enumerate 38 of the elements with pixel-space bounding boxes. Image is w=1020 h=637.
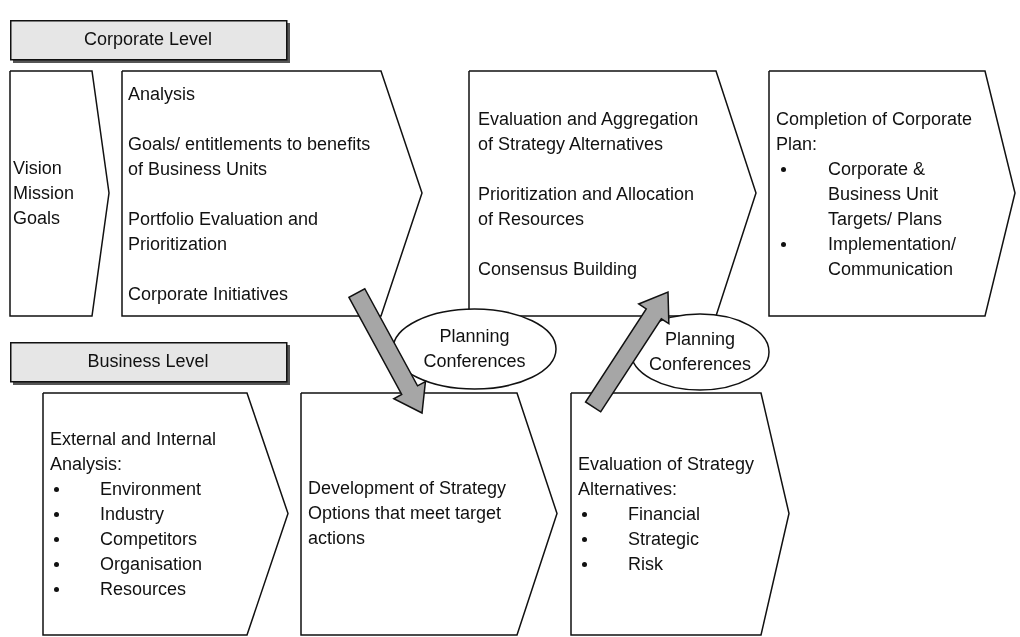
chevron-box <box>300 392 558 636</box>
heading-text: Analysis <box>128 83 197 106</box>
heading-text: Evaluation and Aggregation of Strategy Alternatives <box>478 108 700 156</box>
list-item-text: Risk <box>628 554 663 574</box>
block-arrow <box>347 287 427 415</box>
chevron-box <box>9 70 110 317</box>
planning-ellipse <box>392 308 557 390</box>
label-text: Planning Conferences <box>647 328 753 376</box>
list-item-text: Resources <box>100 579 187 599</box>
list-item-text: Industry <box>100 504 165 524</box>
label-text: Business Level <box>87 350 209 373</box>
body-text: Portfolio Evaluation and Prioritization <box>128 208 320 256</box>
chevron-box <box>468 70 757 317</box>
block-arrow <box>584 290 670 413</box>
chevron-box <box>42 392 289 636</box>
body-text: Goals/ entitlements to benefits of Business Units <box>128 133 372 181</box>
body-text: Consensus Building <box>478 258 639 281</box>
heading-text: Vision Mission Goals <box>13 157 75 230</box>
heading-text: Completion of Corporate Plan: <box>776 108 974 156</box>
chevron-box <box>121 70 423 317</box>
heading-text: Development of Strategy Options that meet target actions <box>308 477 508 550</box>
chevron-box <box>768 70 1016 317</box>
heading-text: External and Internal Analysis: <box>50 428 218 476</box>
list-item-text: Implementation/ Communication <box>828 234 957 279</box>
list-item-text: Corporate & Business Unit Targets/ Plans <box>828 159 943 229</box>
heading-text: Evaluation of Strategy Alternatives: <box>578 453 756 501</box>
list-item-text: Competitors <box>100 529 198 549</box>
chevron-box <box>570 392 790 636</box>
list-item-text: Strategic <box>628 529 700 549</box>
label-text: Corporate Level <box>83 28 213 51</box>
label-text: Planning Conferences <box>422 325 527 373</box>
body-text: Corporate Initiatives <box>128 283 290 306</box>
list-item-text: Organisation <box>100 554 203 574</box>
list-item-text: Environment <box>100 479 202 499</box>
body-text: Prioritization and Allocation of Resources <box>478 183 696 231</box>
list-item-text: Financial <box>628 504 701 524</box>
level-header-box <box>10 342 290 385</box>
level-header-box <box>10 20 290 63</box>
